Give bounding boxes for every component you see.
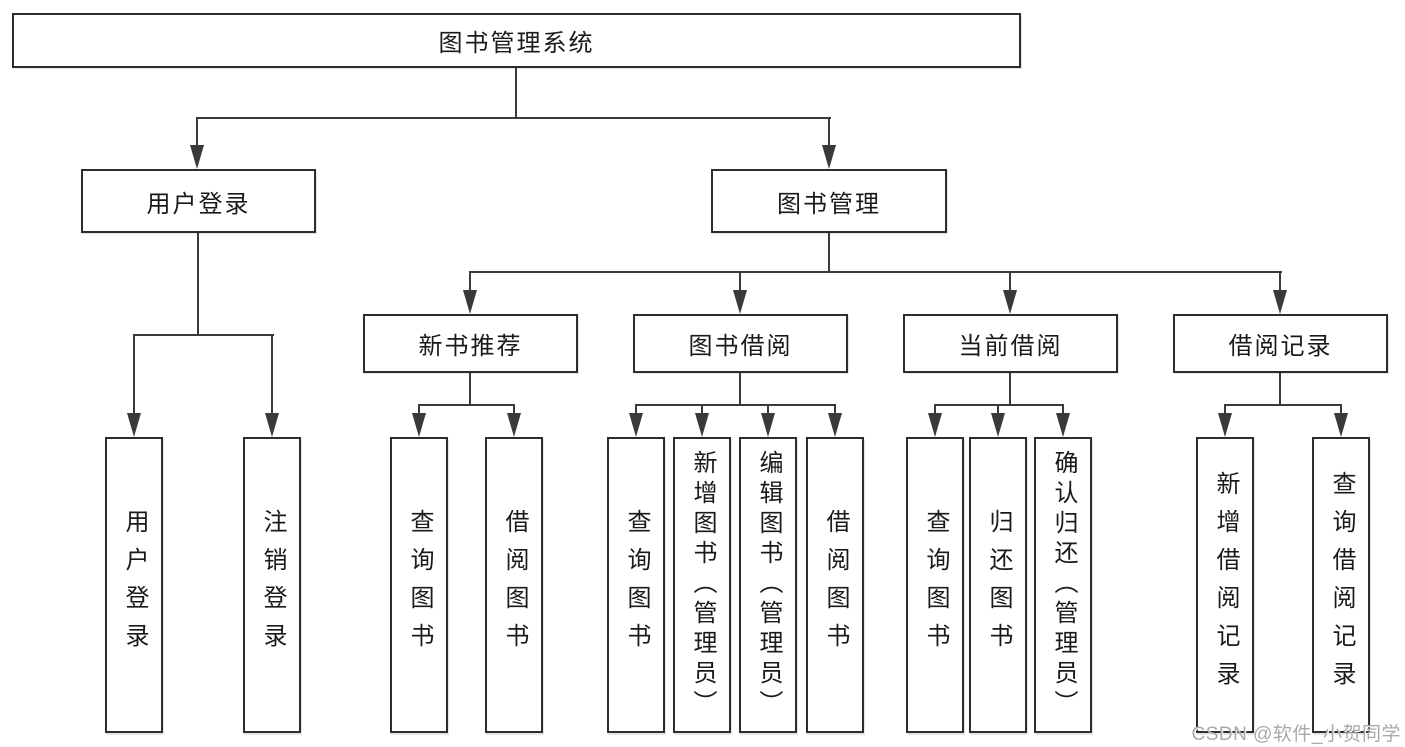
connector-vline	[1279, 373, 1281, 406]
leaf-return-books: 归还图书	[969, 437, 1027, 733]
connector-vline	[418, 404, 420, 414]
arrow-down-icon	[928, 413, 942, 437]
arrow-down-icon	[190, 145, 204, 169]
arrow-down-icon	[828, 413, 842, 437]
leaf-query-books-1-label: 查询图书	[406, 509, 433, 661]
connector-vline	[934, 404, 936, 414]
arrow-down-icon	[991, 413, 1005, 437]
node-new-book-recommend-label: 新书推荐	[418, 333, 523, 360]
connector-vline	[1340, 404, 1342, 414]
leaf-query-books-2: 查询图书	[607, 437, 665, 733]
node-book-borrowing-label: 图书借阅	[688, 333, 793, 360]
watermark: CSDN @软件_小贺同学	[1191, 724, 1401, 745]
connector-vline	[1062, 404, 1064, 414]
connector-vline	[197, 233, 199, 336]
leaf-query-borrow-record-label: 查询借阅记录	[1328, 471, 1355, 699]
connector-hline	[1224, 404, 1342, 406]
leaf-query-borrow-record: 查询借阅记录	[1312, 437, 1370, 733]
connector-vline	[767, 404, 769, 414]
connector-hline	[418, 404, 515, 406]
connector-vline	[1224, 404, 1226, 414]
leaf-borrow-books-2-label: 借阅图书	[822, 509, 849, 661]
connector-vline	[469, 373, 471, 406]
leaf-query-books-3-label: 查询图书	[922, 509, 949, 661]
connector-hline	[469, 271, 1282, 273]
node-root: 图书管理系统	[12, 13, 1021, 68]
arrow-down-icon	[733, 290, 747, 314]
leaf-borrow-books-1: 借阅图书	[485, 437, 543, 733]
leaf-logout: 注销登录	[243, 437, 301, 733]
leaf-edit-books-admin: 编辑图书（管理员）	[739, 437, 797, 733]
connector-hline	[635, 404, 836, 406]
arrow-down-icon	[695, 413, 709, 437]
arrow-down-icon	[1003, 290, 1017, 314]
connector-vline	[1009, 373, 1011, 406]
leaf-borrow-books-1-label: 借阅图书	[501, 509, 528, 661]
connector-vline	[196, 117, 198, 147]
node-root-label: 图书管理系统	[438, 30, 595, 57]
connector-vline	[739, 373, 741, 406]
connector-vline	[513, 404, 515, 414]
leaf-borrow-books-2: 借阅图书	[806, 437, 864, 733]
node-current-borrowing: 当前借阅	[903, 314, 1118, 373]
leaf-add-books-admin: 新增图书（管理员）	[673, 437, 731, 733]
leaf-query-books-2-label: 查询图书	[623, 509, 650, 661]
connector-vline	[271, 334, 273, 414]
connector-vline	[828, 117, 830, 147]
connector-vline	[834, 404, 836, 414]
arrow-down-icon	[412, 413, 426, 437]
connector-vline	[635, 404, 637, 414]
arrow-down-icon	[1218, 413, 1232, 437]
leaf-confirm-return-admin-label: 确认归还（管理员）	[1050, 450, 1077, 720]
connector-vline	[1279, 271, 1281, 291]
connector-hline	[934, 404, 1064, 406]
arrow-down-icon	[629, 413, 643, 437]
leaf-add-borrow-record-label: 新增借阅记录	[1212, 471, 1239, 699]
connector-vline	[739, 271, 741, 291]
arrow-down-icon	[127, 413, 141, 437]
leaf-add-books-admin-label: 新增图书（管理员）	[689, 450, 716, 720]
arrow-down-icon	[1334, 413, 1348, 437]
leaf-user-login: 用户登录	[105, 437, 163, 733]
connector-vline	[515, 68, 517, 119]
leaf-confirm-return-admin: 确认归还（管理员）	[1034, 437, 1092, 733]
node-user-login-label: 用户登录	[146, 190, 251, 218]
node-book-management-label: 图书管理	[777, 190, 881, 218]
connector-hline	[133, 334, 274, 336]
arrow-down-icon	[507, 413, 521, 437]
arrow-down-icon	[1273, 290, 1287, 314]
node-borrowing-records: 借阅记录	[1173, 314, 1388, 373]
connector-vline	[997, 404, 999, 414]
arrow-down-icon	[265, 413, 279, 437]
connector-vline	[133, 334, 135, 414]
connector-hline	[196, 117, 831, 119]
connector-vline	[701, 404, 703, 414]
leaf-query-books-3: 查询图书	[906, 437, 964, 733]
leaf-query-books-1: 查询图书	[390, 437, 448, 733]
leaf-user-login-label: 用户登录	[121, 509, 148, 661]
node-current-borrowing-label: 当前借阅	[958, 333, 1063, 360]
node-new-book-recommend: 新书推荐	[363, 314, 578, 373]
connector-vline	[828, 233, 830, 273]
node-user-login: 用户登录	[81, 169, 316, 233]
leaf-edit-books-admin-label: 编辑图书（管理员）	[755, 450, 782, 720]
arrow-down-icon	[761, 413, 775, 437]
arrow-down-icon	[1056, 413, 1070, 437]
node-borrowing-records-label: 借阅记录	[1228, 333, 1333, 360]
leaf-return-books-label: 归还图书	[985, 509, 1012, 661]
connector-vline	[1009, 271, 1011, 291]
leaf-logout-label: 注销登录	[259, 509, 286, 661]
leaf-add-borrow-record: 新增借阅记录	[1196, 437, 1254, 733]
arrow-down-icon	[463, 290, 477, 314]
node-book-management: 图书管理	[711, 169, 947, 233]
node-book-borrowing: 图书借阅	[633, 314, 848, 373]
arrow-down-icon	[822, 145, 836, 169]
connector-vline	[469, 271, 471, 291]
